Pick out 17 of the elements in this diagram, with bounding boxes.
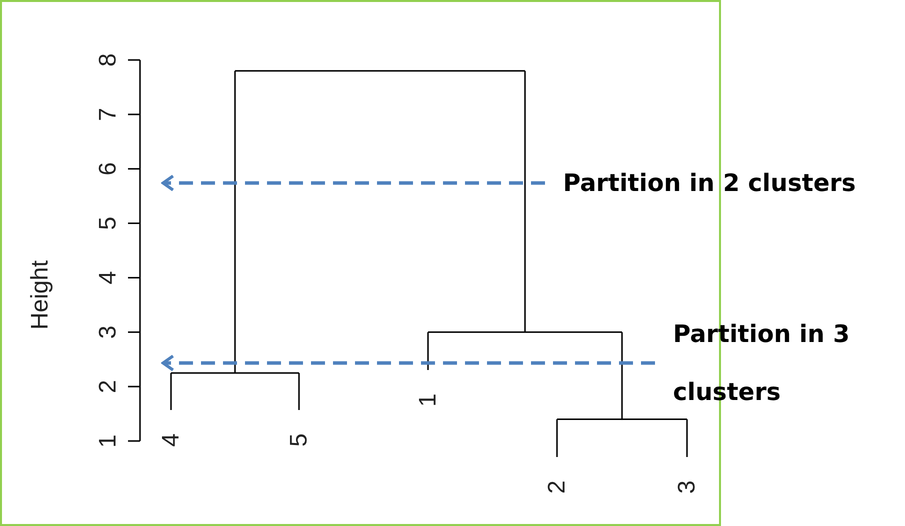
tick-label: 1 <box>94 434 122 448</box>
leaf-label: 2 <box>544 480 570 494</box>
leaf-label: 5 <box>286 433 312 447</box>
leaf-label: 1 <box>414 393 442 407</box>
callout-text: Partition in 2 clusters <box>563 154 893 212</box>
tick-label: 7 <box>94 108 122 122</box>
tick-label: 2 <box>94 380 122 394</box>
leaf-label: 4 <box>158 433 184 447</box>
tick-label: 3 <box>94 325 122 339</box>
dashed-arrow <box>162 354 655 372</box>
tick-label: 8 <box>94 53 122 67</box>
leaf-label: 3 <box>674 480 700 494</box>
dashed-arrow <box>162 174 545 192</box>
axis-title: Height <box>26 260 54 330</box>
tick-label: 6 <box>94 162 122 176</box>
tick-label: 4 <box>94 271 122 284</box>
tick-label: 5 <box>94 216 122 230</box>
